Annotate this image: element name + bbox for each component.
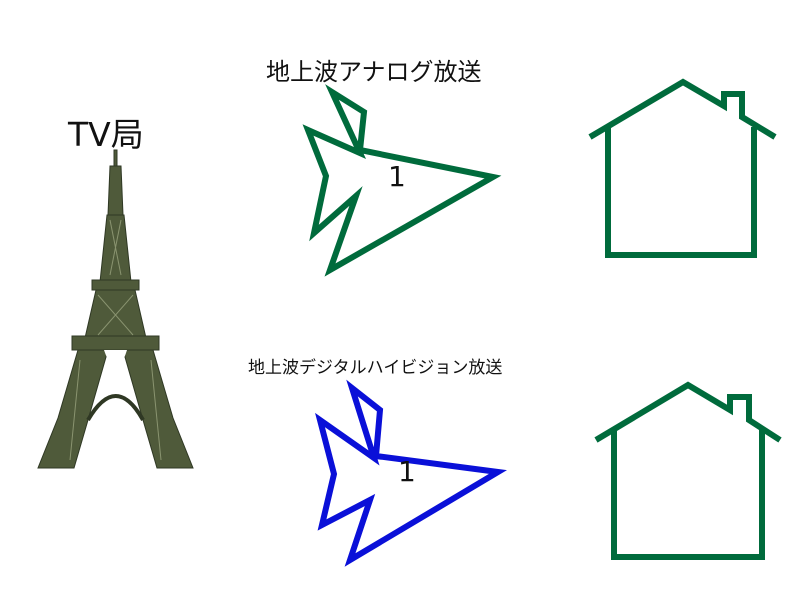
analog-signal-arrow-icon xyxy=(302,84,502,277)
house-icon-bottom xyxy=(594,381,782,560)
tower-lattice xyxy=(69,219,162,461)
analog-signal-number: 1 xyxy=(388,160,406,193)
analog-broadcast-label: 地上波アナログ放送 xyxy=(266,58,482,86)
digital-broadcast-label: 地上波デジタルハイビジョン放送 xyxy=(248,358,503,378)
house-icon-top xyxy=(588,78,777,258)
eiffel-tower-icon xyxy=(37,149,194,469)
tv-station-label: TV局 xyxy=(68,115,144,154)
digital-signal-number: 1 xyxy=(398,455,416,488)
digital-signal-arrow-icon xyxy=(315,379,507,567)
